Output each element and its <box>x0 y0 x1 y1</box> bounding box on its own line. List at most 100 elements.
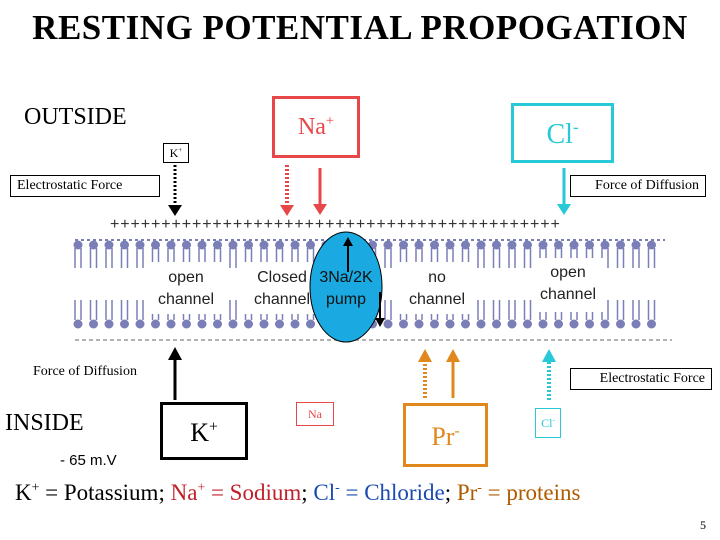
lipid-head <box>384 320 393 329</box>
lipid-head <box>601 320 610 329</box>
legend-sodium: Na+ = Sodium <box>171 480 302 505</box>
lipid-head <box>244 320 253 329</box>
lipid-head <box>632 320 641 329</box>
lipid-head <box>570 320 579 329</box>
lipid-head <box>151 320 160 329</box>
k-ion-box-inside: K+ <box>160 402 248 460</box>
lipid-head <box>120 320 129 329</box>
lipid-head <box>554 241 563 250</box>
lipid-head <box>539 320 548 329</box>
legend-separator: ; <box>301 480 313 505</box>
lipid-head <box>399 241 408 250</box>
lipid-head <box>167 241 176 250</box>
open-channel-left-line1: open <box>147 267 225 289</box>
no-channel-label: no channel <box>398 267 476 311</box>
legend-proteins: Pr- = proteins <box>457 480 581 505</box>
lipid-head <box>74 320 83 329</box>
lipid-head <box>492 320 501 329</box>
lipid-head <box>260 320 269 329</box>
lipid-head <box>229 241 238 250</box>
membrane-voltage-label: - 65 m.V <box>60 452 117 469</box>
k-electrostatic-arrowhead <box>168 205 182 216</box>
lipid-head <box>306 320 315 329</box>
pump-label: 3Na/2K pump <box>312 267 380 311</box>
lipid-head <box>461 320 470 329</box>
lipid-head <box>616 320 625 329</box>
electrostatic-force-box-bottom: Electrostatic Force <box>570 368 712 390</box>
lipid-head <box>570 241 579 250</box>
na-electrostatic-arrowhead <box>280 205 294 216</box>
page-number: 5 <box>700 518 706 533</box>
lipid-head <box>399 320 408 329</box>
cl-electrostatic-arrowhead <box>542 349 556 362</box>
lipid-head <box>182 320 191 329</box>
lipid-head <box>275 320 284 329</box>
lipid-head <box>136 241 145 250</box>
lipid-head <box>446 241 455 250</box>
lipid-head <box>647 320 656 329</box>
lipid-head <box>198 320 207 329</box>
lipid-head <box>89 320 98 329</box>
lipid-head <box>461 241 470 250</box>
open-channel-left-label: open channel <box>147 267 225 311</box>
ion-legend: K+ = Potassium; Na+ = Sodium; Cl- = Chlo… <box>15 480 580 506</box>
legend-potassium: K+ = Potassium; <box>15 480 171 505</box>
pump-label-line1: 3Na/2K <box>312 267 380 289</box>
lipid-head <box>213 320 222 329</box>
lipid-head <box>523 320 532 329</box>
lipid-head <box>523 241 532 250</box>
open-channel-left-line2: channel <box>147 289 225 311</box>
lipid-head <box>601 241 610 250</box>
lipid-head <box>105 241 114 250</box>
lipid-head <box>415 241 424 250</box>
lipid-head <box>136 320 145 329</box>
lipid-head <box>384 241 393 250</box>
lipid-head <box>260 241 269 250</box>
na-diffusion-arrowhead <box>313 204 327 215</box>
closed-channel-line1: Closed <box>243 267 321 289</box>
lipid-head <box>182 241 191 250</box>
no-channel-line1: no <box>398 267 476 289</box>
lipid-head <box>492 241 501 250</box>
lipid-head <box>120 241 129 250</box>
closed-channel-label: Closed channel <box>243 267 321 311</box>
k-diffusion-arrowhead <box>168 347 182 360</box>
lipid-head <box>585 241 594 250</box>
lipid-head <box>508 320 517 329</box>
cl-ion-box-inside: Cl- <box>535 408 561 438</box>
lipid-head <box>275 241 284 250</box>
no-channel-line2: channel <box>398 289 476 311</box>
lipid-head <box>477 320 486 329</box>
lipid-head <box>430 320 439 329</box>
lipid-head <box>213 241 222 250</box>
lipid-head <box>632 241 641 250</box>
legend-chloride: Cl- = Chloride <box>313 480 444 505</box>
lipid-head <box>430 241 439 250</box>
lipid-head <box>74 241 83 250</box>
lipid-head <box>415 320 424 329</box>
pump-label-line2: pump <box>312 289 380 311</box>
closed-channel-line2: channel <box>243 289 321 311</box>
lipid-head <box>446 320 455 329</box>
legend-separator: ; <box>445 480 457 505</box>
open-channel-right-label: open channel <box>528 262 608 306</box>
open-channel-right-line1: open <box>528 262 608 284</box>
na-ion-box-inside: Na <box>296 402 334 426</box>
positive-charge-row: ++++++++++++++++++++++++++++++++++++++++… <box>110 216 680 234</box>
lipid-head <box>585 320 594 329</box>
pr-dotted-arrowhead <box>418 349 432 362</box>
lipid-head <box>647 241 656 250</box>
diffusion-force-label-bottom: Force of Diffusion <box>33 364 137 380</box>
lipid-head <box>539 241 548 250</box>
lipid-head <box>151 241 160 250</box>
lipid-head <box>306 241 315 250</box>
pr-ion-box-inside: Pr- <box>403 403 488 467</box>
lipid-head <box>616 241 625 250</box>
open-channel-right-line2: channel <box>528 284 608 306</box>
lipid-head <box>508 241 517 250</box>
lipid-head <box>291 320 300 329</box>
lipid-head <box>554 320 563 329</box>
pr-solid-arrowhead <box>446 349 460 362</box>
lipid-head <box>244 241 253 250</box>
inside-label: INSIDE <box>5 410 84 437</box>
